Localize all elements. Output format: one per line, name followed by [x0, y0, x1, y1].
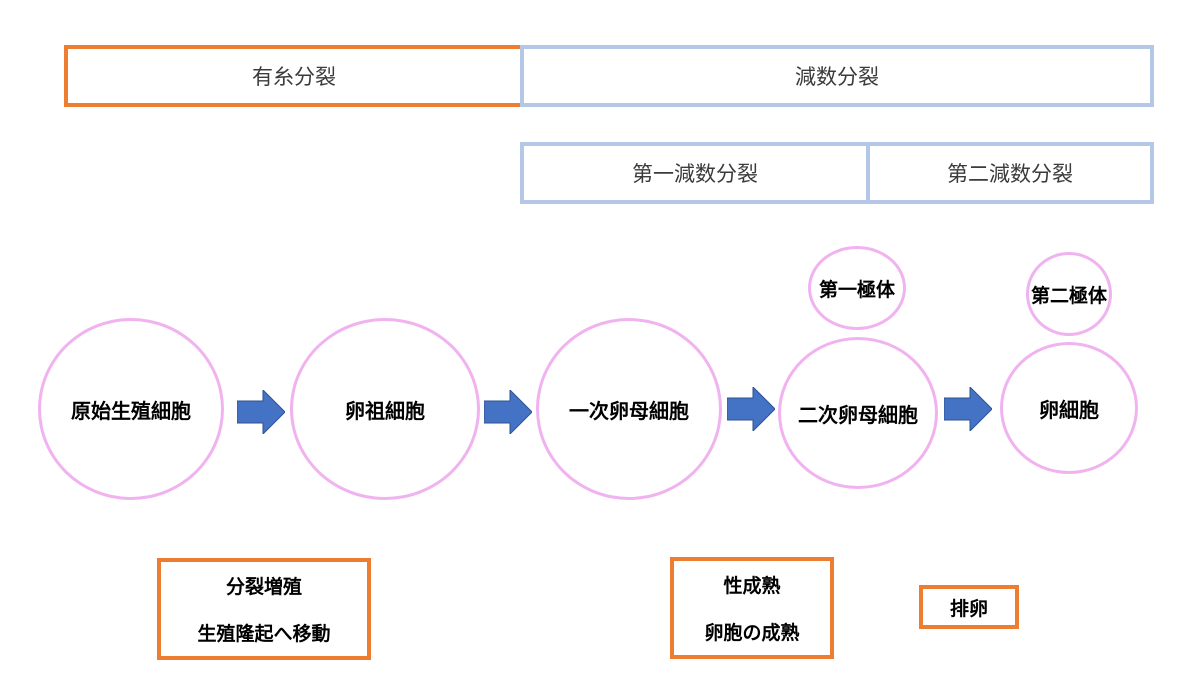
first-polar-body-label: 第一極体: [818, 278, 895, 301]
arrow-right-icon: [237, 390, 285, 434]
maturation-note: 性成熟 卵胞の成熟: [670, 557, 834, 659]
primordial-germ-cell-label: 原始生殖細胞: [71, 398, 191, 423]
second-polar-body-circle: 第二極体: [1026, 252, 1112, 336]
proliferation-line1: 分裂増殖: [225, 576, 302, 598]
arrow-right-icon: [944, 387, 992, 431]
first-polar-body-circle: 第一極体: [808, 246, 906, 330]
ovulation-note: 排卵: [919, 585, 1019, 629]
oogonium-label: 卵祖細胞: [345, 398, 425, 423]
ovulation-label: 排卵: [949, 597, 988, 620]
second-polar-body-label: 第二極体: [1030, 284, 1107, 307]
proliferation-line2: 生殖隆起へ移動: [197, 623, 331, 645]
meiosis2-label: 第二減数分裂: [947, 162, 1073, 186]
primary-oocyte-circle: 一次卵母細胞: [536, 318, 722, 500]
ovum-label: 卵細胞: [1039, 397, 1099, 422]
mitosis-phase-box: 有糸分裂: [64, 45, 524, 107]
meiosis2-phase-box: 第二減数分裂: [866, 142, 1154, 204]
maturation-line1: 性成熟: [723, 575, 781, 597]
mitosis-label: 有糸分裂: [252, 65, 336, 89]
meiosis-phase-box: 減数分裂: [520, 45, 1154, 107]
secondary-oocyte-circle: 二次卵母細胞: [778, 337, 938, 489]
proliferation-note: 分裂増殖 生殖隆起へ移動: [157, 558, 371, 660]
meiosis1-label: 第一減数分裂: [632, 162, 758, 186]
meiosis-label: 減数分裂: [795, 65, 879, 89]
secondary-oocyte-label: 二次卵母細胞: [798, 402, 918, 427]
primary-oocyte-label: 一次卵母細胞: [569, 398, 689, 423]
ovum-circle: 卵細胞: [1000, 342, 1138, 474]
arrow-right-icon: [484, 390, 532, 434]
arrow-right-icon: [727, 387, 775, 431]
maturation-line2: 卵胞の成熟: [704, 622, 800, 644]
oogonium-circle: 卵祖細胞: [290, 318, 480, 500]
primordial-germ-cell-circle: 原始生殖細胞: [38, 318, 224, 500]
meiosis1-phase-box: 第一減数分裂: [520, 142, 870, 204]
